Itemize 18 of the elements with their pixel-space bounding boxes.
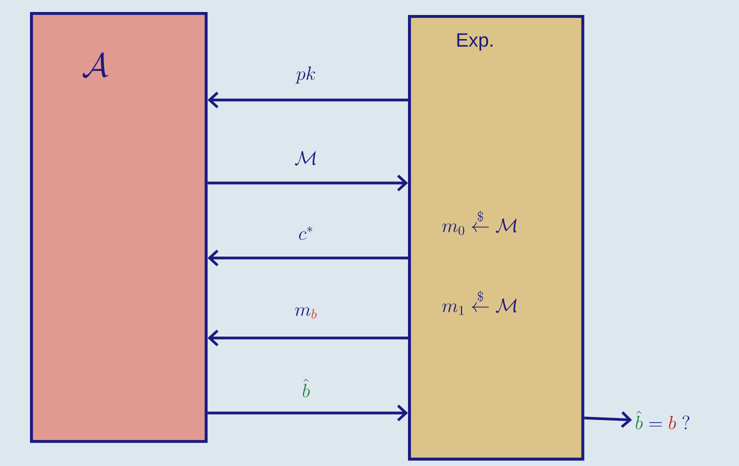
result-check: $\textcolor[HTML]{1E8040}{\hat{b}} = \textcolor[HTML]{C02020}{b}\ ?$ <box>636 410 690 430</box>
arrow <box>208 330 408 346</box>
edge-label: $m_{\textcolor[HTML]{E03020}{b}}$ <box>295 307 317 319</box>
edge-label: $\mathcal{M}$ <box>295 151 316 166</box>
sampling-step: $m_1 \stackrel{\$}{\leftarrow} \mathcal{M}$ <box>442 291 517 315</box>
arrow <box>584 411 632 428</box>
sampling-step: $m_0 \stackrel{\$}{\leftarrow} \mathcal{M}$ <box>442 211 517 236</box>
experiment-title: Exp. <box>457 33 492 51</box>
arrow <box>208 174 408 192</box>
arrow <box>208 92 408 108</box>
arrow <box>208 250 408 266</box>
edge-label: $pk$ <box>296 66 316 84</box>
arrow <box>208 404 408 422</box>
experiment-box <box>408 15 584 461</box>
adversary-box <box>30 12 208 443</box>
edge-label: $c^*$ <box>299 226 312 240</box>
adversary-label: $\mathcal{A}$ <box>82 52 108 78</box>
edge-label: $\textcolor[HTML]{1E8040}{\hat{b}}$ <box>302 378 310 398</box>
